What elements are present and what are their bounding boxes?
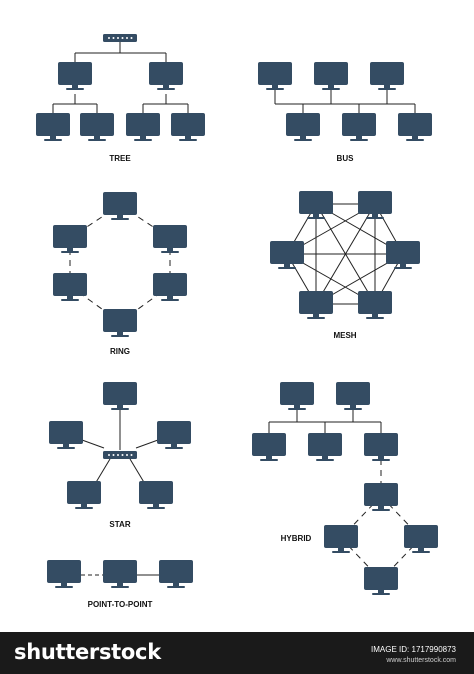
ring-links — [69, 204, 171, 323]
bus-computer-icon — [342, 113, 376, 141]
tree-computer-icon — [149, 62, 183, 90]
ring-computer-icon — [103, 192, 137, 220]
ring-computer-icon — [153, 225, 187, 253]
site-url-text: www.shutterstock.com — [386, 657, 456, 664]
p2p-label: POINT-TO-POINT — [88, 600, 153, 609]
bus-label: BUS — [337, 154, 355, 163]
tree-computer-icon — [171, 113, 205, 141]
star-computer-icon — [139, 481, 173, 509]
tree-computer-icon — [80, 113, 114, 141]
ring-computer-icon — [53, 225, 87, 253]
ring-label: RING — [110, 347, 130, 356]
star-switch-icon — [103, 451, 137, 459]
p2p-computer-icon — [103, 560, 137, 588]
hybrid-computer-icon — [336, 382, 370, 410]
mesh-links — [286, 203, 404, 305]
bus-computer-icon — [258, 62, 292, 90]
mesh-label: MESH — [333, 331, 356, 340]
tree-topology: TREE — [36, 34, 205, 163]
point-to-point-topology: POINT-TO-POINT — [47, 560, 193, 609]
mesh-computer-icon — [299, 291, 333, 319]
bus-computer-icon — [370, 62, 404, 90]
p2p-computer-icon — [159, 560, 193, 588]
hybrid-computer-icon — [308, 433, 342, 461]
p2p-computer-icon — [47, 560, 81, 588]
mesh-computer-icon — [270, 241, 304, 269]
tree-links — [52, 42, 189, 113]
mesh-computer-icon — [386, 241, 420, 269]
star-topology: STAR — [49, 382, 191, 529]
hybrid-computer-icon — [252, 433, 286, 461]
hybrid-computer-icon — [364, 433, 398, 461]
network-topologies-diagram: TREE BUS — [36, 34, 438, 609]
hybrid-label: HYBRID — [281, 534, 312, 543]
star-links — [81, 408, 159, 485]
bus-topology: BUS — [258, 62, 432, 163]
hybrid-computer-icon — [280, 382, 314, 410]
ring-computer-icon — [153, 273, 187, 301]
bus-links — [274, 90, 416, 113]
bus-computer-icon — [286, 113, 320, 141]
hybrid-topology: HYBRID — [252, 382, 438, 595]
shutterstock-logo: shutterstock — [14, 640, 161, 664]
ring-computer-icon — [53, 273, 87, 301]
mesh-computer-icon — [358, 191, 392, 219]
ring-topology: RING — [53, 192, 187, 356]
star-computer-icon — [67, 481, 101, 509]
ring-computer-icon — [103, 309, 137, 337]
star-computer-icon — [103, 382, 137, 410]
hybrid-computer-icon — [404, 525, 438, 553]
bus-computer-icon — [314, 62, 348, 90]
hybrid-computer-icon — [364, 567, 398, 595]
image-id-text: IMAGE ID: 1717990873 — [371, 645, 456, 654]
mesh-computer-icon — [299, 191, 333, 219]
hybrid-computer-icon — [324, 525, 358, 553]
star-label: STAR — [109, 520, 130, 529]
star-computer-icon — [157, 421, 191, 449]
stock-footer-bar: shutterstock IMAGE ID: 1717990873 www.sh… — [0, 632, 474, 674]
hybrid-computer-icon — [364, 483, 398, 511]
tree-computer-icon — [126, 113, 160, 141]
tree-label: TREE — [109, 154, 131, 163]
mesh-computer-icon — [358, 291, 392, 319]
tree-switch-icon — [103, 34, 137, 42]
star-computer-icon — [49, 421, 83, 449]
mesh-topology: MESH — [270, 191, 420, 340]
hybrid-links — [268, 409, 422, 581]
bus-computer-icon — [398, 113, 432, 141]
tree-computer-icon — [58, 62, 92, 90]
tree-computer-icon — [36, 113, 70, 141]
